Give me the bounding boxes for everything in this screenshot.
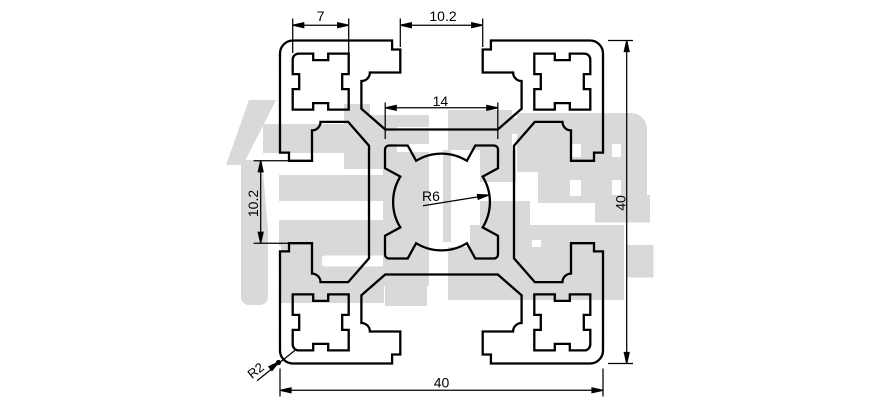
svg-text:7: 7 xyxy=(317,8,325,24)
svg-text:40: 40 xyxy=(434,375,450,391)
svg-text:14: 14 xyxy=(433,93,449,109)
svg-text:R6: R6 xyxy=(422,188,440,204)
svg-text:10.2: 10.2 xyxy=(429,8,456,24)
svg-text:40: 40 xyxy=(613,195,629,211)
svg-text:10.2: 10.2 xyxy=(245,190,261,217)
